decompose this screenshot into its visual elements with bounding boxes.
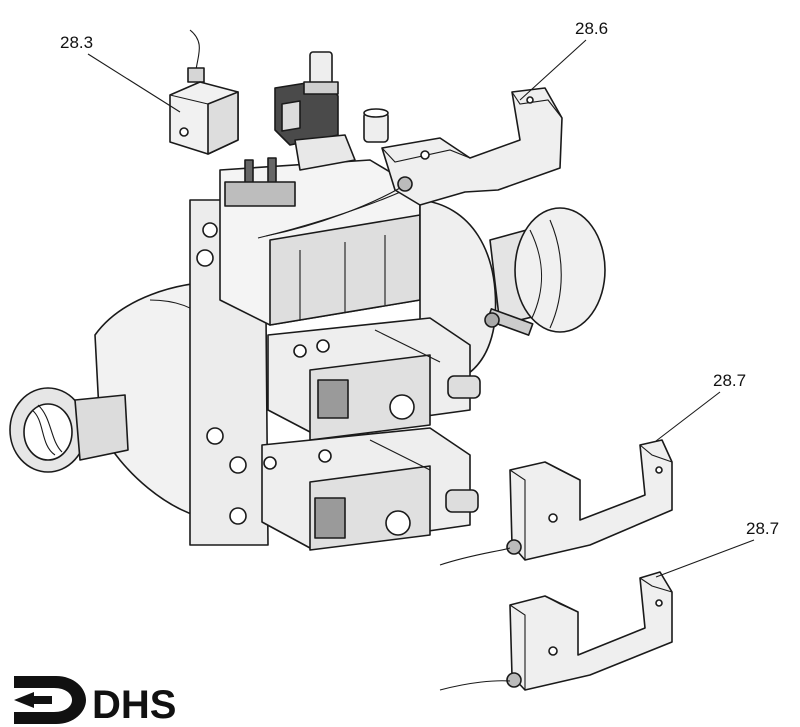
logo-arrow-icon <box>14 676 86 724</box>
gas-valve-body <box>9 157 606 551</box>
callout-28-7-upper: 28.7 <box>713 371 746 390</box>
callout-28-3: 28.3 <box>60 33 93 52</box>
part-28-6-bracket <box>265 87 563 237</box>
logo-text: DHS <box>92 683 176 727</box>
callout-28-7-lower: 28.7 <box>746 519 779 538</box>
pilot-coil <box>274 51 356 171</box>
leader-28-7-lower <box>655 539 755 578</box>
part-28-7-bracket-lower <box>439 571 673 691</box>
adjuster-cap <box>363 108 389 143</box>
leader-28-7-upper <box>655 391 721 442</box>
part-28-7-bracket-upper <box>439 439 673 566</box>
part-28-3-ignition-block <box>169 29 239 155</box>
dhs-logo: DHS <box>14 676 176 727</box>
callout-28-6: 28.6 <box>575 19 608 38</box>
leader-28-6 <box>519 39 587 101</box>
leader-28-3 <box>87 53 181 113</box>
